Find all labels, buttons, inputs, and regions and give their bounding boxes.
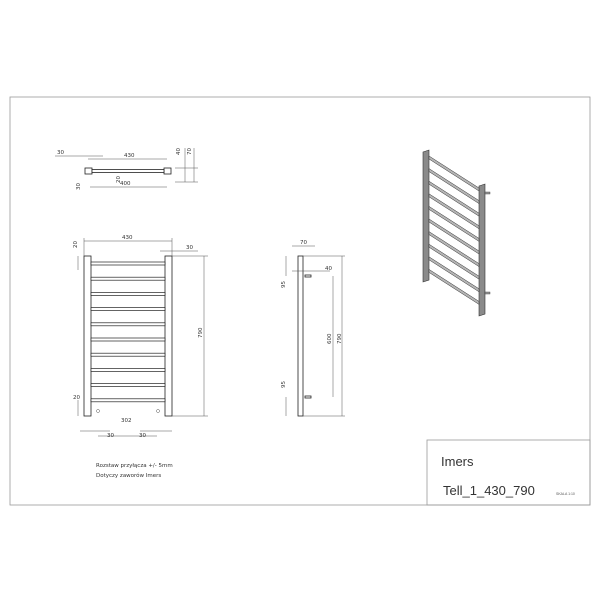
- rung: [90, 322, 166, 327]
- iso-bracket: [484, 191, 491, 195]
- dim-430: 430: [122, 235, 133, 241]
- iso-rung: [428, 268, 480, 305]
- scale-label: SKALA 1:10: [556, 492, 575, 496]
- side-post: [297, 255, 304, 417]
- bracket-bottom: [304, 395, 312, 399]
- dim-30: 30: [57, 150, 64, 156]
- iso-right-post: [478, 183, 486, 317]
- dim-70: 70: [187, 148, 193, 155]
- dim-30-right: 30: [139, 433, 146, 439]
- rung: [90, 307, 166, 311]
- dim-70: 70: [300, 240, 307, 246]
- dim-30-left: 30: [107, 433, 114, 439]
- top-view: 30 430 40 70 20 30 400: [55, 148, 198, 190]
- note-valves: Dotyczy zaworów Imers: [96, 472, 161, 479]
- bracket-top: [304, 274, 312, 278]
- rung: [90, 352, 166, 357]
- iso-rung: [428, 168, 480, 205]
- dim-40: 40: [176, 148, 182, 155]
- rung-top: [91, 169, 165, 173]
- iso-rung: [428, 243, 480, 280]
- iso-rung: [428, 205, 480, 242]
- rung: [90, 368, 166, 372]
- dim-600: 600: [327, 333, 333, 344]
- left-post-top: [84, 167, 93, 175]
- title-block: Imers Tell_1_430_790 SKALA 1:10: [426, 439, 591, 506]
- iso-rung: [428, 193, 480, 230]
- dim-40: 40: [325, 266, 332, 272]
- dim-95-top: 95: [281, 281, 287, 288]
- dim-30b: 30: [76, 183, 82, 190]
- iso-left-post: [422, 149, 430, 283]
- rung: [90, 276, 166, 281]
- side-view: 70 40 95 95 600 790: [281, 240, 345, 417]
- isometric-render: [422, 149, 491, 317]
- note-connection-spacing: Rozstaw przyłącza +/- 5mm: [96, 463, 173, 469]
- dim-430: 430: [124, 153, 135, 159]
- iso-rung: [428, 231, 480, 268]
- dim-20-top: 20: [73, 241, 79, 248]
- right-post-top: [163, 167, 172, 175]
- iso-rung: [428, 155, 480, 192]
- rung: [90, 292, 166, 296]
- rung: [90, 261, 166, 266]
- rung: [90, 398, 166, 403]
- iso-bracket: [484, 291, 491, 295]
- front-view: 430 30 20 790 20 302 30 30: [73, 235, 208, 439]
- model-name: Tell_1_430_790: [443, 483, 535, 498]
- dim-790: 790: [198, 327, 204, 338]
- dim-20: 20: [116, 176, 122, 183]
- right-post: [164, 255, 173, 417]
- dim-95-bottom: 95: [281, 381, 287, 388]
- drawing-frame: [9, 96, 591, 506]
- dim-302: 302: [121, 418, 132, 424]
- dim-20-bottom: 20: [73, 395, 80, 401]
- rung: [90, 383, 166, 387]
- iso-rung: [428, 256, 480, 293]
- left-post: [83, 255, 92, 417]
- dim-790: 790: [337, 333, 343, 344]
- iso-rung: [428, 218, 480, 255]
- iso-rung: [428, 180, 480, 217]
- dim-400: 400: [120, 181, 131, 187]
- dim-30: 30: [186, 245, 193, 251]
- rung: [90, 337, 166, 342]
- company-name: Imers: [441, 454, 474, 469]
